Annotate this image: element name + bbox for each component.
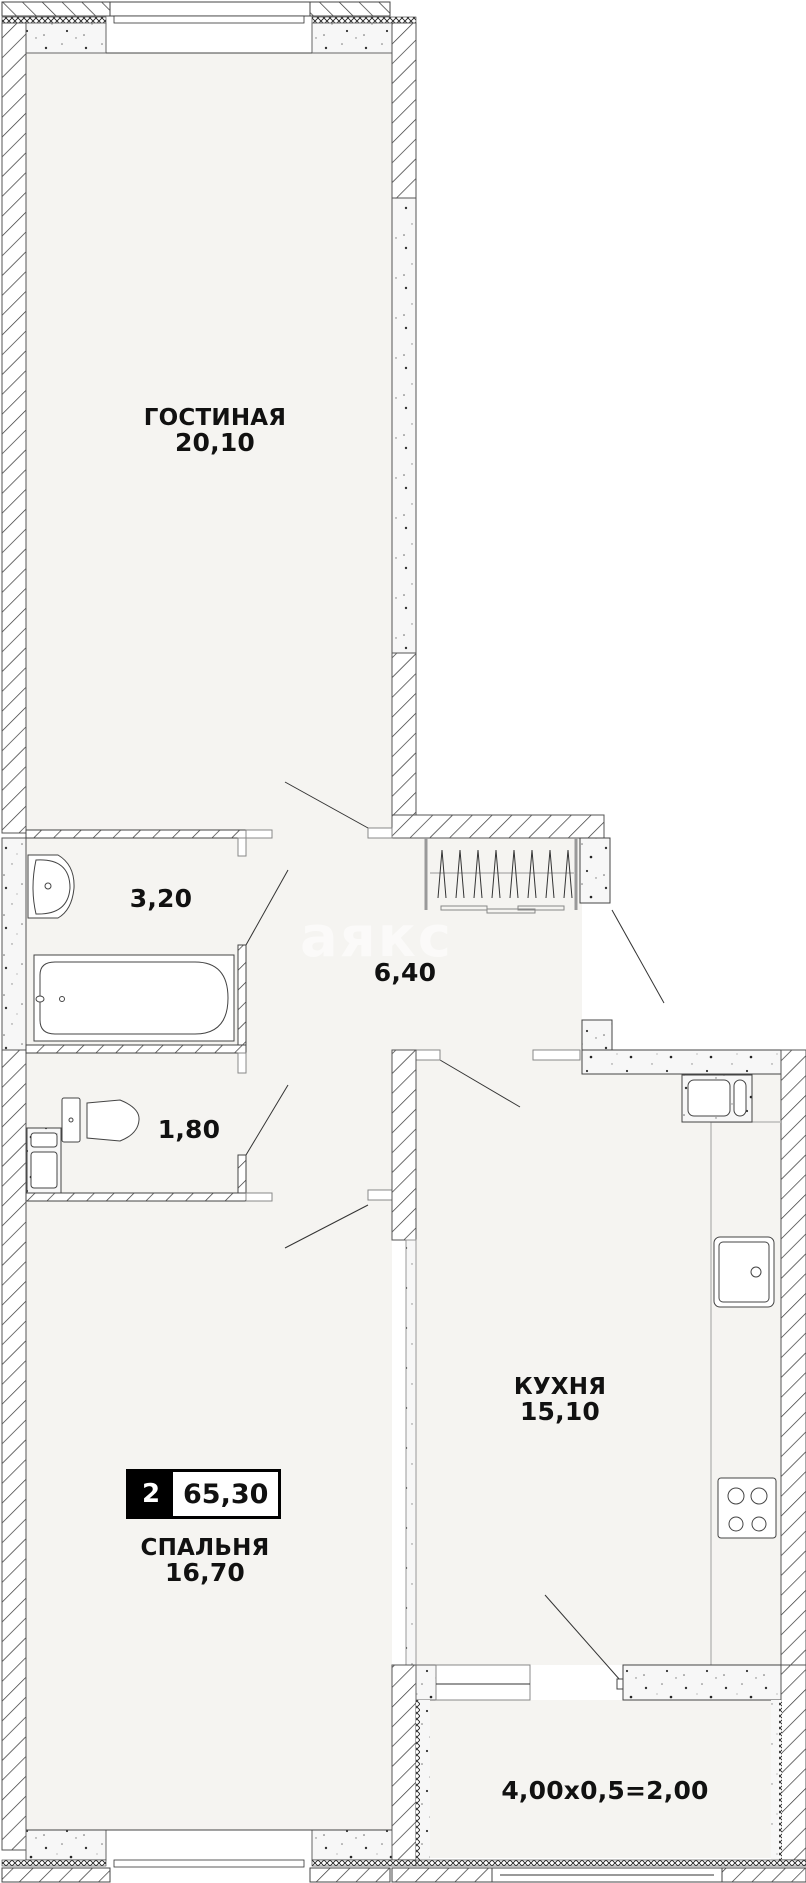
room-area-bathroom: 3,20 xyxy=(129,884,193,913)
kitchen-left-wall xyxy=(391,1049,417,1666)
left-outer-wall xyxy=(1,22,27,1851)
balcony-walls xyxy=(391,1664,806,1861)
room-area-balcony: 4,00x0,5=2,00 xyxy=(501,1776,709,1805)
apartment-badge: 2 65,30 xyxy=(126,1469,282,1519)
room-label-living: ГОСТИНАЯ 20,10 xyxy=(120,406,310,456)
bottom-window xyxy=(1,1829,806,1883)
living-right-wall xyxy=(391,22,417,816)
room-name: КУХНЯ xyxy=(513,1374,607,1400)
hall-wall xyxy=(367,814,611,904)
total-area: 65,30 xyxy=(183,1478,269,1510)
top-window xyxy=(1,1,417,54)
bathtub-icon xyxy=(33,954,235,1042)
room-area: 15,10 xyxy=(519,1397,601,1427)
room-area-wc: 1,80 xyxy=(157,1115,221,1144)
kitchen-top-wall xyxy=(581,1019,806,1666)
wardrobe xyxy=(424,838,578,914)
gas-boiler-icon xyxy=(681,1074,753,1123)
room-area: 20,10 xyxy=(174,428,256,458)
toilet-icon xyxy=(26,1097,140,1194)
bath-walls xyxy=(25,829,273,1202)
room-name: СПАЛЬНЯ xyxy=(140,1535,270,1561)
stove-icon xyxy=(717,1477,777,1539)
floors xyxy=(26,53,781,1858)
room-label-kitchen: КУХНЯ 15,10 xyxy=(500,1375,620,1425)
door-swings xyxy=(245,781,665,1681)
washbasin-icon xyxy=(27,854,75,919)
watermark: аякс xyxy=(300,905,453,970)
kitchen-sink-icon xyxy=(713,1236,775,1308)
room-count: 2 xyxy=(129,1472,173,1516)
room-area: 16,70 xyxy=(164,1558,246,1588)
room-area-hall: 6,40 xyxy=(373,958,437,987)
room-name: ГОСТИНАЯ xyxy=(143,405,287,431)
room-label-bedroom: СПАЛЬНЯ 16,70 xyxy=(115,1536,295,1586)
door-frames xyxy=(367,1049,581,1201)
